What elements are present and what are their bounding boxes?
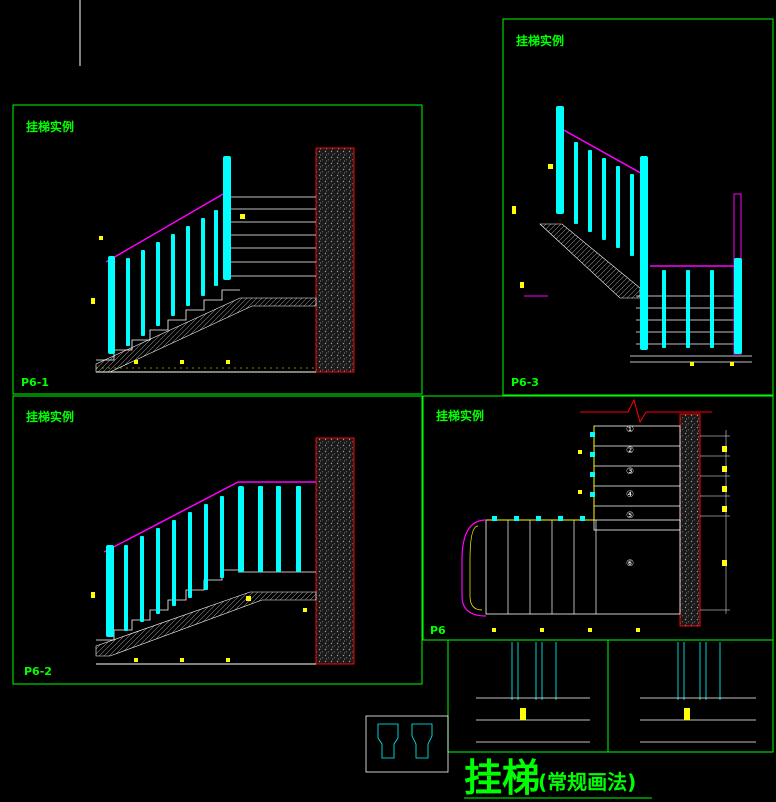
detail-frame — [365, 715, 449, 773]
curved-stringer — [469, 525, 483, 611]
detail-verticals — [511, 642, 557, 700]
panel-code: P6-1 — [21, 376, 49, 389]
baluster-plan-dots — [492, 432, 595, 521]
panel-code: P6-3 — [511, 376, 539, 389]
dimension-markers — [91, 214, 245, 364]
detail-horizontals — [476, 697, 590, 743]
baluster-profile — [411, 723, 433, 759]
stair-treads — [96, 569, 240, 641]
upper-handrail — [559, 127, 647, 177]
step-marker: ⑥ — [626, 559, 634, 569]
upper-treads — [594, 445, 680, 507]
step-number-markers: ① ② ③ ④ ⑤ ⑥ — [626, 425, 634, 569]
stair-treads — [96, 289, 240, 361]
landing-rails — [228, 196, 316, 277]
upper-flight — [593, 425, 681, 531]
dimension-lines — [700, 430, 730, 614]
balusters — [556, 106, 742, 354]
break-line — [580, 398, 712, 424]
panel-frame — [12, 104, 423, 395]
step-marker: ④ — [626, 490, 634, 500]
panel-frame — [502, 18, 774, 396]
dimension-markers — [492, 446, 727, 632]
step-marker: ① — [626, 425, 634, 435]
stair-stringer — [95, 591, 317, 657]
panel-title: 挂梯实例 — [436, 408, 484, 423]
panel-p6-2: 挂梯实例 P6-2 — [12, 395, 423, 685]
panel-frame — [12, 395, 423, 685]
dimension-markers — [512, 164, 734, 366]
handrail — [103, 481, 239, 553]
detail-horizontals — [640, 697, 756, 743]
panel-frame — [422, 395, 774, 641]
step-marker: ③ — [626, 467, 634, 477]
dimension-markers — [91, 592, 307, 662]
stair-stringer — [539, 223, 641, 299]
balusters — [106, 486, 301, 637]
panel-p6-1: 挂梯实例 P6-1 — [12, 104, 423, 395]
wall-section — [315, 437, 355, 665]
panel-p6: 挂梯实例 P6 — [422, 395, 774, 641]
handrail — [105, 189, 231, 263]
lower-treads — [507, 520, 597, 614]
lower-flight — [485, 519, 681, 615]
panel-code: P6-2 — [24, 665, 52, 678]
panel-p6-3: 挂梯实例 P6-3 — [502, 18, 774, 396]
panel-title: 挂梯实例 — [516, 33, 564, 48]
detail-verticals — [677, 642, 721, 700]
balusters — [108, 156, 231, 354]
detail-frame — [447, 639, 609, 753]
panel-title: 挂梯实例 — [26, 119, 74, 134]
detail-section-b — [607, 639, 774, 753]
wall-section — [315, 147, 355, 373]
detail-marker — [520, 708, 526, 720]
panel-code: P6 — [430, 624, 446, 637]
panel-title: 挂梯实例 — [26, 409, 74, 424]
detail-marker — [684, 708, 690, 720]
main-subtitle: (常规画法) — [538, 770, 636, 794]
detail-section-c — [365, 715, 449, 773]
step-marker: ⑤ — [626, 511, 634, 521]
baluster-profile — [377, 723, 399, 759]
detail-frame — [607, 639, 774, 753]
wall-section — [679, 413, 701, 627]
curved-handrail — [461, 519, 487, 617]
detail-section-a — [447, 639, 609, 753]
step-marker: ② — [626, 446, 634, 456]
main-title: 挂梯 — [464, 756, 540, 800]
